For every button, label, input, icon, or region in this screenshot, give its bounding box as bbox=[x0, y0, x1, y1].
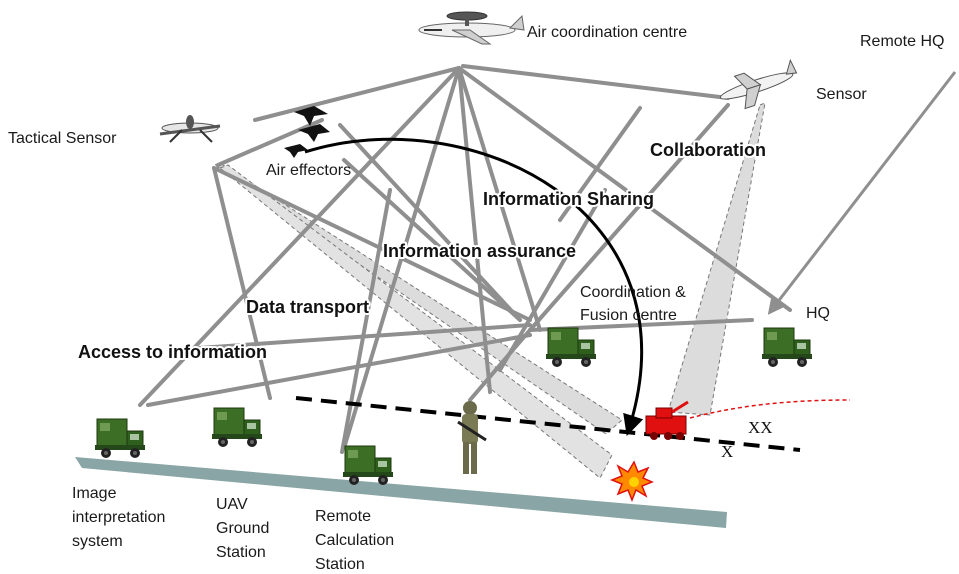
fusion-centre-truck-icon bbox=[545, 327, 597, 368]
uav-ground-station-label-2: Ground bbox=[216, 520, 269, 537]
effect-arrow bbox=[304, 137, 644, 436]
awacs-aircraft-icon bbox=[418, 11, 525, 45]
remote-calculation-truck-icon bbox=[342, 445, 394, 486]
coordination-fusion-label-1: Coordination & bbox=[580, 284, 686, 301]
sensor-label: Sensor bbox=[816, 86, 867, 103]
image-interpretation-label-2: interpretation bbox=[72, 509, 165, 526]
soldier-icon bbox=[457, 401, 487, 474]
image-interpretation-label-1: Image bbox=[72, 485, 117, 502]
hq-label: HQ bbox=[806, 305, 830, 322]
xx-boundary-marker: XX bbox=[748, 418, 773, 437]
coordination-fusion-label-2: Fusion centre bbox=[580, 307, 677, 324]
remote-calculation-label-3: Station bbox=[315, 556, 365, 573]
uav-ground-station-label-1: UAV bbox=[216, 496, 248, 513]
air-coordination-label: Air coordination centre bbox=[527, 24, 687, 41]
target-track bbox=[689, 399, 851, 419]
image-interpretation-truck-icon bbox=[94, 418, 146, 459]
explosion-core-icon bbox=[629, 477, 639, 487]
sensor-jet-icon bbox=[719, 58, 798, 110]
fighter-jets-icon bbox=[284, 106, 330, 158]
tactical-sensor-label: Tactical Sensor bbox=[8, 130, 117, 147]
air-effectors-label: Air effectors bbox=[266, 162, 351, 179]
remote-calculation-label-1: Remote bbox=[315, 508, 371, 525]
image-interpretation-label-3: system bbox=[72, 533, 123, 550]
data-transport-layer-label: Data transport bbox=[246, 297, 369, 317]
uav-ground-station-truck-icon bbox=[211, 407, 263, 448]
sensor-cone bbox=[667, 102, 766, 416]
target-vehicle-icon bbox=[645, 400, 689, 440]
uav-ground-station-label-3: Station bbox=[216, 544, 266, 561]
hq-truck-icon bbox=[761, 327, 813, 368]
front-line-dashed bbox=[295, 396, 801, 452]
tactical-uav-icon bbox=[159, 115, 221, 143]
information-sharing-layer-label: Information Sharing bbox=[483, 189, 654, 209]
remote-hq-link bbox=[767, 71, 957, 315]
x-boundary-marker: X bbox=[721, 442, 733, 461]
network-links bbox=[138, 64, 792, 454]
remote-hq-label: Remote HQ bbox=[860, 33, 944, 50]
tactical-sensor-cone-lower bbox=[219, 164, 613, 479]
collaboration-layer-label: Collaboration bbox=[650, 140, 766, 160]
remote-calculation-label-2: Calculation bbox=[315, 532, 394, 549]
ground-strip bbox=[75, 457, 727, 528]
access-to-information-layer-label: Access to information bbox=[78, 342, 267, 362]
information-assurance-layer-label: Information assurance bbox=[383, 241, 576, 261]
